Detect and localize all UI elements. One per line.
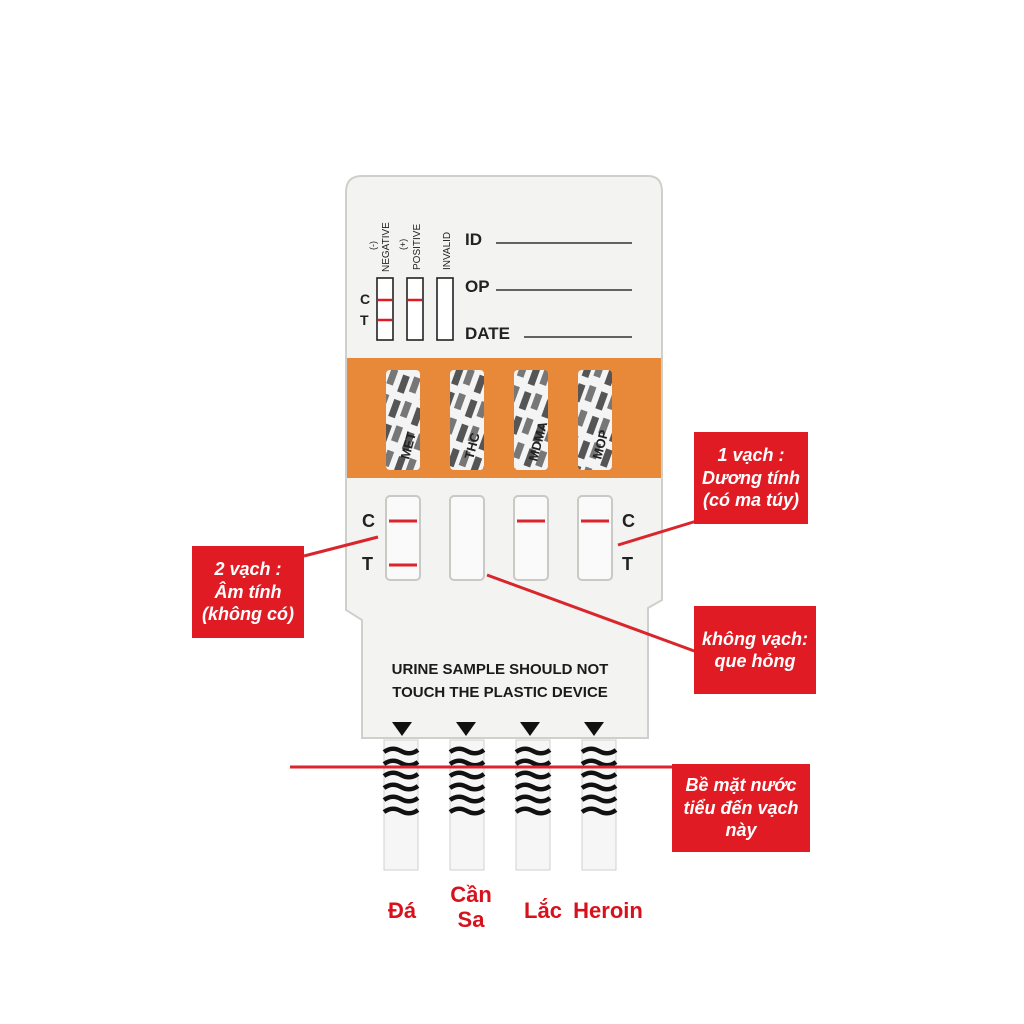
arrow-down-icon bbox=[584, 722, 604, 736]
legend-t-letter: T bbox=[360, 312, 369, 328]
result-windows: C T C T bbox=[362, 495, 635, 581]
dip-strip-2 bbox=[448, 739, 486, 871]
legend-c-letter: C bbox=[360, 291, 370, 307]
drug-label-can-sa-line-2: Sa bbox=[457, 907, 485, 933]
strip-window-3 bbox=[514, 370, 548, 470]
legend-positive-window bbox=[406, 277, 424, 341]
strip-code-4: MOP bbox=[589, 428, 611, 461]
strip-code-2: THC bbox=[461, 430, 483, 460]
arrow-down-icon bbox=[520, 722, 540, 736]
legend: (-) NEGATIVE (+) POSITIVE INVALID C T bbox=[360, 222, 454, 341]
positive-callout-line-2: Dương tính bbox=[702, 467, 800, 488]
negative-callout-line-1: 2 vạch : bbox=[214, 559, 282, 580]
dip-strip-3 bbox=[514, 739, 552, 871]
positive-leader-line bbox=[617, 518, 701, 547]
dip-callout-line-2: tiểu đến vạch bbox=[683, 797, 799, 818]
arrow-down-icon bbox=[392, 722, 412, 736]
legend-positive-label: POSITIVE bbox=[412, 224, 423, 270]
result-window-4 bbox=[577, 495, 613, 581]
invalid-callout-line-1: không vạch: bbox=[701, 628, 808, 649]
negative-callout-line-3: (không có) bbox=[202, 604, 294, 625]
legend-invalid-window bbox=[436, 277, 454, 341]
dip-strip-1 bbox=[382, 739, 420, 871]
dip-line-callout: Bề mặt nước tiểu đến vạch này bbox=[672, 764, 810, 852]
result-window-3 bbox=[513, 495, 549, 581]
id-field-label: ID bbox=[465, 230, 482, 249]
dip-callout-line-3: này bbox=[725, 820, 757, 841]
result-t-right: T bbox=[622, 554, 633, 574]
positive-callout-line-1: 1 vạch : bbox=[717, 445, 785, 466]
date-field-label: DATE bbox=[465, 324, 510, 343]
dip-strip-4 bbox=[580, 739, 618, 871]
drug-label-lac: Lắc bbox=[512, 898, 574, 923]
negative-leader-line bbox=[303, 535, 379, 558]
op-field-label: OP bbox=[465, 277, 490, 296]
strip-window-2 bbox=[450, 370, 484, 470]
drug-label-can-sa: Cần Sa bbox=[440, 882, 502, 933]
drug-label-da: Đá bbox=[376, 898, 428, 923]
result-window-2 bbox=[449, 495, 485, 581]
negative-callout-line-2: Âm tính bbox=[214, 581, 282, 602]
positive-callout-line-3: (có ma túy) bbox=[702, 490, 799, 511]
result-window-1 bbox=[385, 495, 421, 581]
strip-window-1 bbox=[386, 370, 420, 470]
strip-windows: MET THC MDMA MOP bbox=[386, 370, 612, 470]
legend-invalid-label: INVALID bbox=[442, 232, 453, 270]
warning-line-2: TOUCH THE PLASTIC DEVICE bbox=[392, 684, 608, 701]
legend-positive-sign: (+) bbox=[398, 239, 408, 250]
dip-strips bbox=[382, 739, 618, 871]
drug-label-da-line-1: Đá bbox=[387, 898, 417, 923]
strip-window-4 bbox=[578, 370, 612, 470]
legend-negative-sign: (-) bbox=[368, 241, 378, 250]
invalid-callout: không vạch: que hỏng bbox=[694, 606, 816, 694]
drug-label-can-sa-line-1: Cần bbox=[450, 882, 492, 907]
arrow-down-icon bbox=[456, 722, 476, 736]
invalid-callout-line-2: que hỏng bbox=[714, 651, 796, 671]
drug-label-heroin: Heroin bbox=[566, 898, 650, 923]
result-t-left: T bbox=[362, 554, 373, 574]
drug-label-lac-line-1: Lắc bbox=[524, 898, 562, 923]
dip-arrows bbox=[392, 722, 604, 736]
dip-callout-line-1: Bề mặt nước bbox=[685, 775, 797, 796]
strip-code-1: MET bbox=[397, 430, 419, 460]
positive-callout: 1 vạch : Dương tính (có ma túy) bbox=[694, 432, 808, 524]
legend-negative-window bbox=[376, 277, 394, 341]
invalid-leader-line bbox=[486, 573, 698, 654]
negative-callout: 2 vạch : Âm tính (không có) bbox=[192, 546, 304, 638]
form-fields: ID OP DATE bbox=[465, 230, 632, 343]
result-c-left: C bbox=[362, 511, 375, 531]
result-c-right: C bbox=[622, 511, 635, 531]
legend-negative-label: NEGATIVE bbox=[381, 222, 392, 272]
drug-label-heroin-line-1: Heroin bbox=[573, 898, 643, 923]
warning-line-1: URINE SAMPLE SHOULD NOT bbox=[392, 661, 609, 678]
